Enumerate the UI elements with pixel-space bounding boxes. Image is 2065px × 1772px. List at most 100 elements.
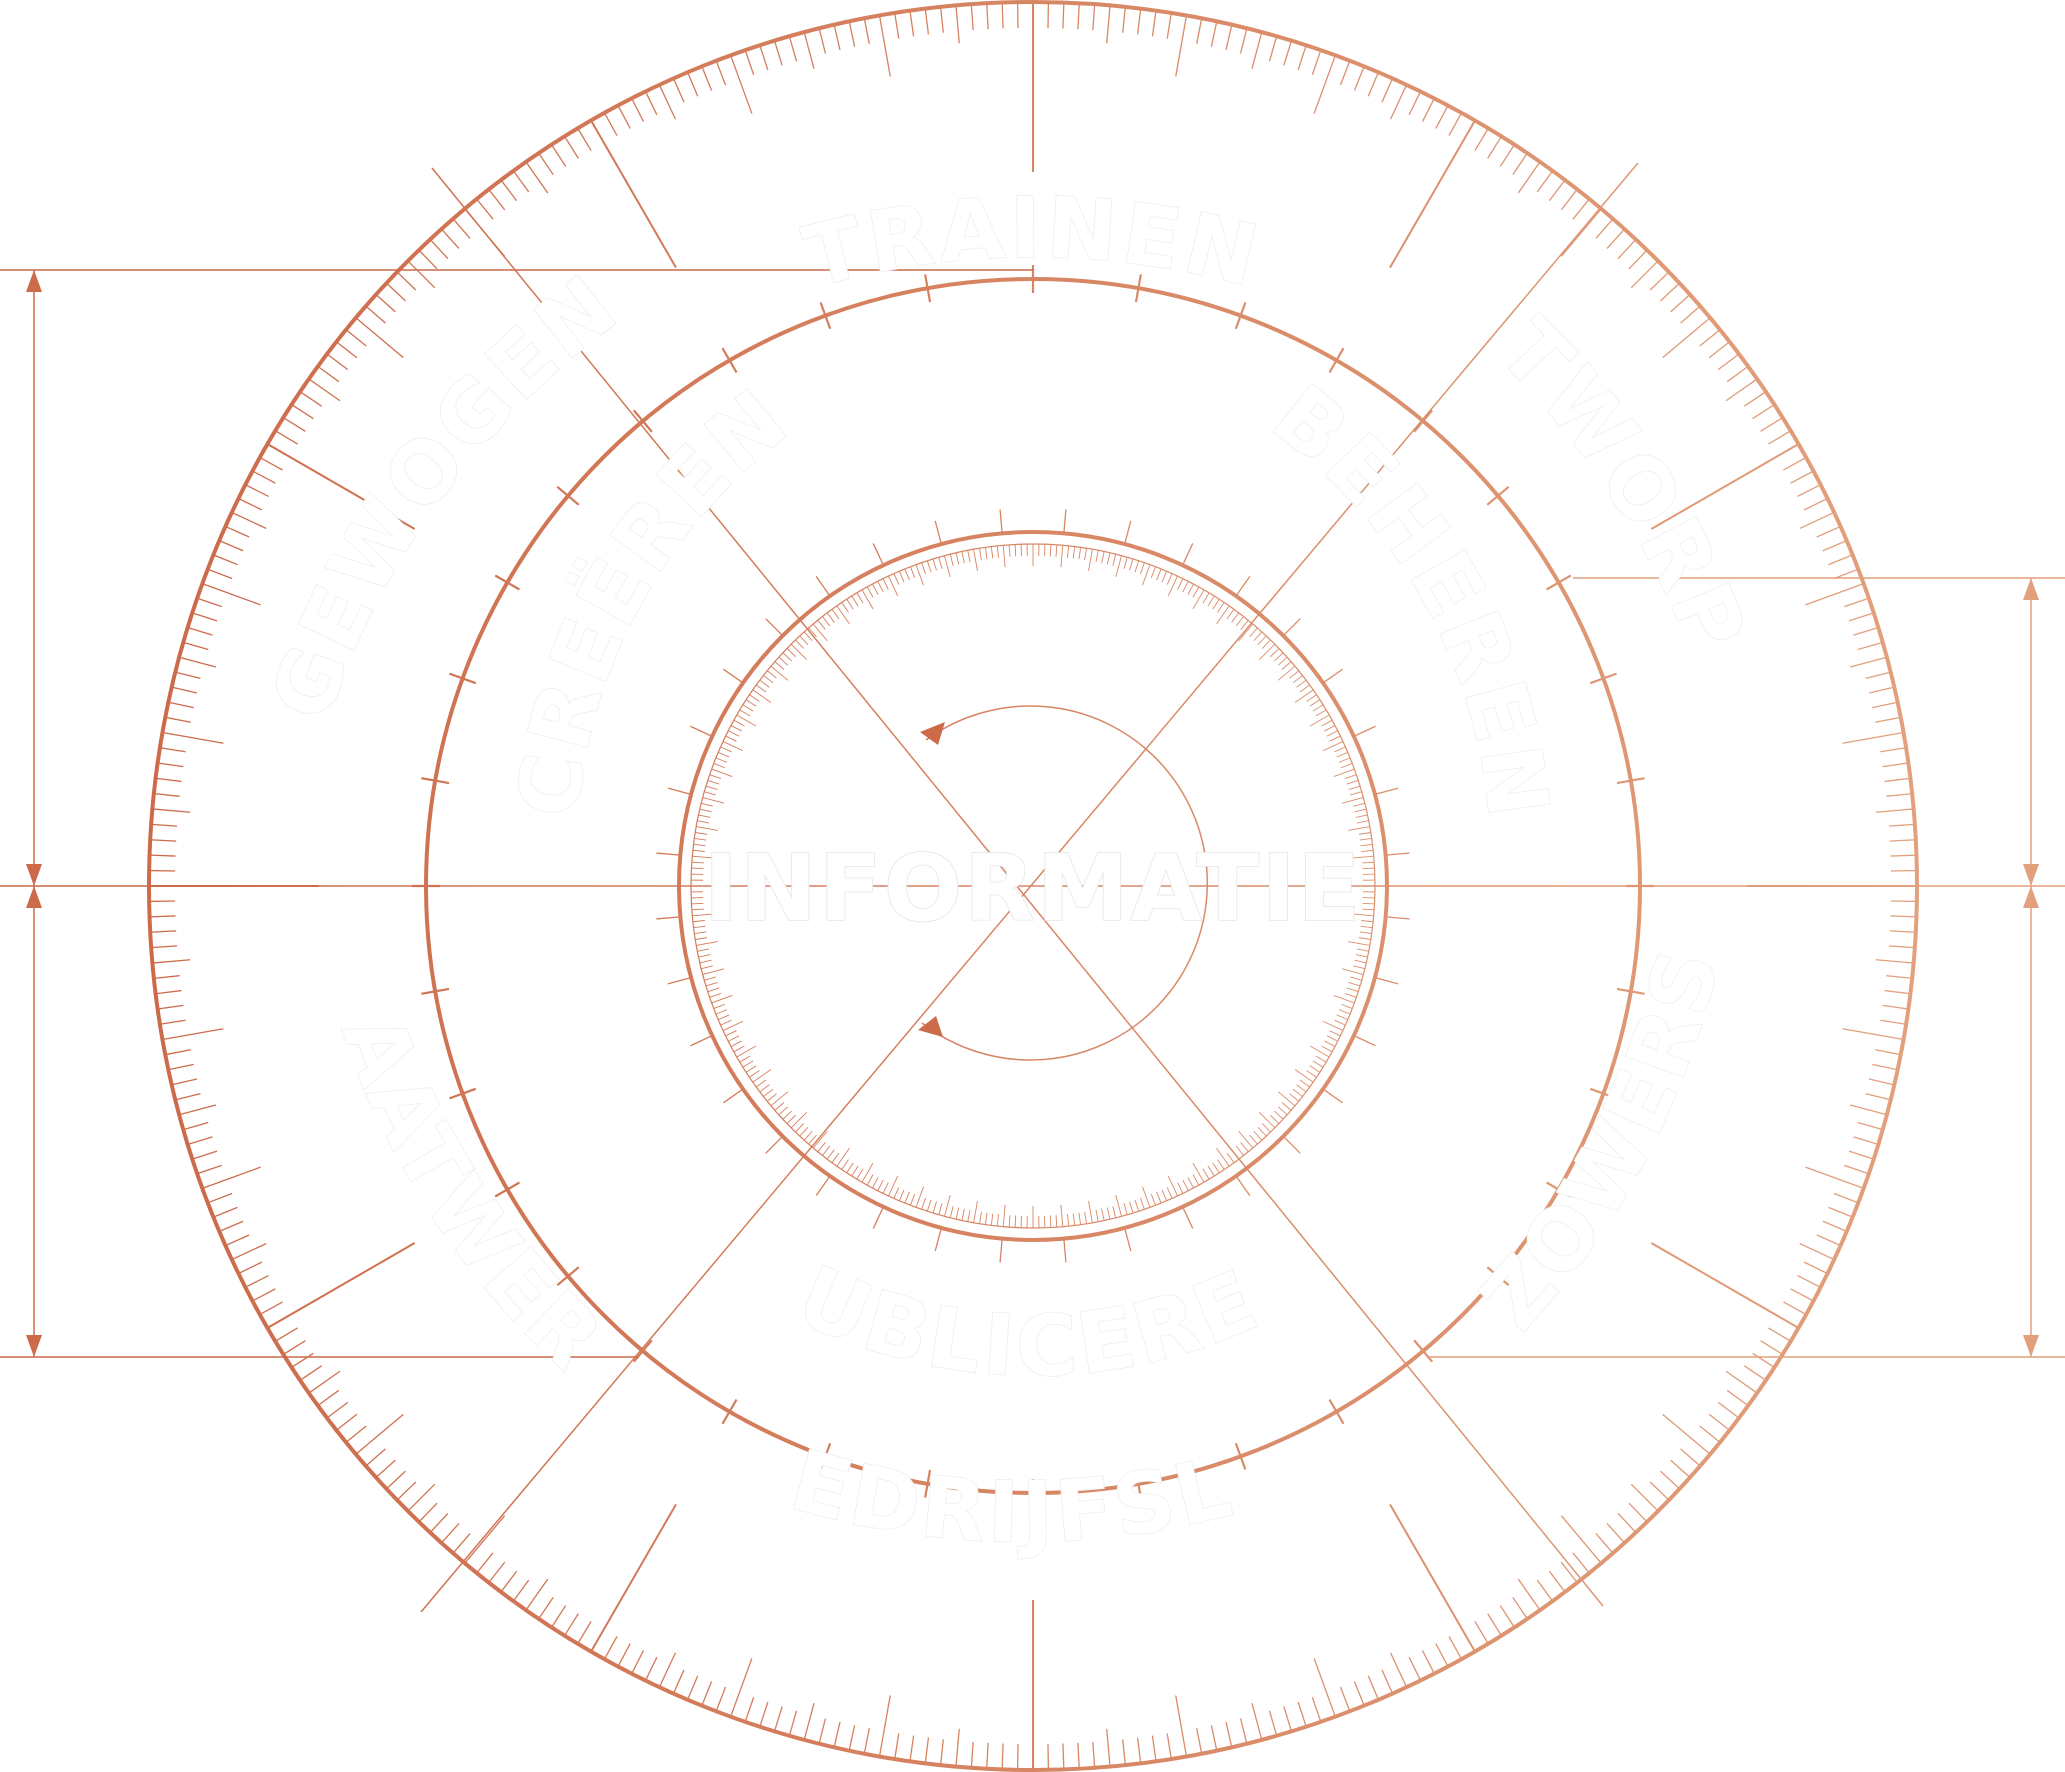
outer-ring-tick [1699,1425,1721,1443]
inner-ring-tick [915,1186,924,1208]
outer-ring-tick [1389,1652,1408,1688]
inner-ring-tick [904,1191,910,1204]
inner-ring-tick [1315,1055,1327,1063]
outer-ring-tick [429,239,449,259]
outer-ring-tick [1389,1503,1476,1653]
outer-ring-tick [1283,40,1293,66]
inner-ring-tick [915,564,924,586]
outer-ring-tick [1210,21,1218,47]
outer-ring-tick [1752,403,1775,420]
outer-ring-tick [1092,4,1096,31]
outer-ring-tick [1536,1579,1554,1602]
inner-ring-tick [1348,982,1361,987]
outer-ring-tick [274,430,298,445]
inner-ring-tick [1177,578,1184,590]
outer-ring-tick [878,1695,891,1757]
outer-ring-tick [225,525,250,538]
inner-ring-outer-tick [1322,1088,1344,1104]
inner-ring-tick [984,1212,988,1225]
outer-ring-tick [1367,72,1380,97]
outer-ring-tick [1828,1206,1853,1218]
inner-ring-tick [1312,1060,1324,1068]
inner-ring-tick [1106,552,1111,565]
outer-label-ontworpen: ONTWORPEN [0,0,1766,668]
outer-ring-tick [171,1078,198,1086]
inner-ring-tick [1359,931,1372,935]
inner-ring-tick [861,589,874,610]
inner-ring-tick [856,1168,864,1180]
outer-ring-tick [1239,1718,1248,1744]
inner-ring-tick [1344,993,1357,998]
inner-ring-tick [1270,648,1280,658]
inner-ring-tick [851,595,859,607]
inner-ring-tick [770,1091,789,1107]
outer-ring-tick [1381,1669,1394,1694]
inner-ring-tick [1161,1189,1168,1201]
inner-ring-tick [882,1182,889,1194]
outer-ring-tick [282,1340,306,1356]
outer-ring-tick [878,15,891,77]
inner-ring-tick [1060,1204,1064,1227]
outer-ring-tick [452,1533,471,1554]
inner-ring-tick [1350,976,1362,981]
inner-ring-tick [984,547,988,560]
outer-ring-tick [1606,228,1625,249]
inner-ring-tick [786,648,796,658]
inner-ring-tick [749,694,760,702]
outer-ring-tick [1106,5,1111,44]
outer-ring-tick [1884,777,1911,783]
inner-ring-tick [822,616,831,627]
outer-ring-tick [266,1242,416,1329]
outer-ring-tick [1606,1523,1625,1544]
inner-ring-tick [705,785,718,790]
outer-ring-tick [1850,656,1888,668]
outer-ring-tick [1888,945,1915,949]
outer-ring-tick [375,294,396,313]
outer-ring-tick [538,1596,554,1620]
inner-ring-tick [756,684,767,693]
outer-ring-tick [317,365,340,383]
inner-ring-tick [938,557,943,569]
inner-ring-tick [739,1055,751,1063]
inner-ring-tick [1274,652,1284,662]
outer-ring-tick [803,1703,815,1741]
inner-ring-tick [1014,1215,1017,1228]
inner-ring-tick [1348,826,1370,831]
outer-ring-tick [909,10,915,37]
inner-ring-tick [1235,616,1244,627]
outer-ring-tick [1239,28,1248,54]
inner-ring-tick [702,968,725,975]
outer-ring-tick [1572,1552,1590,1574]
inner-ring-tick [1281,1102,1292,1111]
inner-ring-tick [1341,797,1364,804]
outer-ring-tick [1196,1728,1203,1754]
outer-ring-tick [1313,55,1336,114]
rotation-arc [921,705,1209,1061]
inner-ring-tick [1072,546,1076,559]
inner-ring-tick [1156,568,1162,581]
inner-ring-tick [1226,1152,1235,1163]
inner-ring-tick [1238,623,1254,642]
inner-ring-ticks [691,544,1375,1228]
inner-ring-outer-tick [765,618,784,637]
outer-ring-tick [818,1718,827,1744]
outer-ring-tick [159,747,186,753]
outer-ring-tick [326,353,349,371]
inner-ring-tick [888,1175,899,1197]
outer-ring-tick [1389,119,1476,269]
inner-ring-tick [967,1209,971,1222]
inner-ring-tick [1014,544,1017,557]
outer-ring-tick [1001,1743,1004,1770]
inner-ring-tick [1231,612,1240,623]
inner-ring-tick [1258,1111,1276,1129]
inner-ring-tick [1253,1130,1263,1141]
outer-ring-tick [1435,105,1449,129]
outer-ring-tick [1408,91,1422,116]
outer-ring-tick [833,24,841,51]
inner-ring-tick [1207,595,1215,607]
inner-ring-tick [1161,571,1168,583]
inner-ring-tick [866,1174,874,1186]
inner-ring-outer-tick [1235,575,1251,597]
inner-ring-tick [1129,558,1134,571]
outer-ring-tick [1853,626,1879,636]
